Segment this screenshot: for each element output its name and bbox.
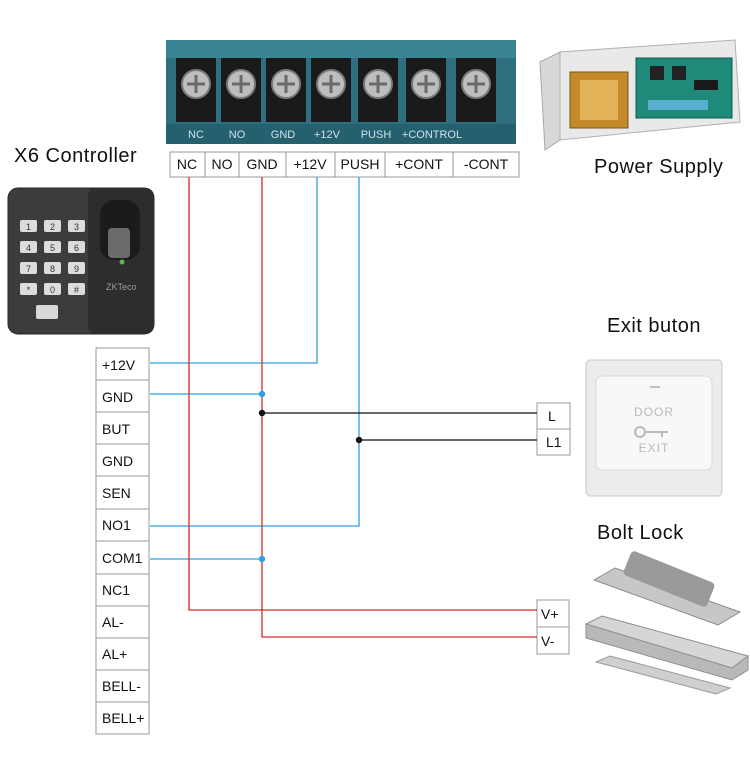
svg-text:*: * bbox=[27, 285, 31, 295]
svg-text:#: # bbox=[74, 285, 79, 295]
keypad-key: 1 bbox=[20, 220, 37, 232]
keypad-key: 4 bbox=[20, 241, 37, 253]
svg-text:2: 2 bbox=[50, 222, 55, 232]
keypad-key: 2 bbox=[44, 220, 61, 232]
svg-text:6: 6 bbox=[74, 243, 79, 253]
power-terminal-cell bbox=[169, 151, 206, 178]
keypad-key: 6 bbox=[68, 241, 85, 253]
power-terminal-pcont: +CONT bbox=[395, 156, 443, 172]
power-terminal-12v: +12V bbox=[293, 156, 327, 172]
exit-terminal-l: L bbox=[548, 408, 556, 424]
lock-key-icon bbox=[36, 305, 58, 319]
keypad-key: * bbox=[20, 283, 37, 295]
controller-terminal-but: BUT bbox=[102, 421, 130, 437]
power-supply-photo: Power Supply bbox=[539, 39, 741, 178]
screw-icon bbox=[266, 58, 306, 122]
power-terminal-cell bbox=[204, 151, 240, 178]
keypad-key: 9 bbox=[68, 262, 85, 274]
screw-icon bbox=[221, 58, 261, 122]
junction-dot bbox=[258, 390, 266, 398]
lock-terminal-vminus: V- bbox=[541, 633, 555, 649]
power-terminal-nc: NC bbox=[177, 156, 197, 172]
strip-label: +12V bbox=[314, 129, 341, 141]
keypad-key: 3 bbox=[68, 220, 85, 232]
exit-button-photo: DOOR EXIT bbox=[585, 359, 723, 497]
junction-dot bbox=[258, 409, 266, 417]
power-supply-title: Power Supply bbox=[594, 156, 723, 178]
power-terminal-no: NO bbox=[212, 156, 233, 172]
controller-device-photo: ZKTeco 1 2 3 4 5 6 7 8 9 * 0 # bbox=[7, 187, 155, 335]
svg-text:0: 0 bbox=[50, 285, 55, 295]
svg-text:5: 5 bbox=[50, 243, 55, 253]
controller-terminal-nc1: NC1 bbox=[102, 582, 130, 598]
wire-gnd-vminus bbox=[261, 177, 537, 638]
screw-icon bbox=[176, 58, 216, 122]
svg-text:3: 3 bbox=[74, 222, 79, 232]
keypad-key: 5 bbox=[44, 241, 61, 253]
svg-text:8: 8 bbox=[50, 264, 55, 274]
key-icon bbox=[634, 426, 668, 438]
wires bbox=[150, 177, 537, 638]
svg-text:4: 4 bbox=[26, 243, 31, 253]
keypad-key: 0 bbox=[44, 283, 61, 295]
power-terminal-cell bbox=[334, 151, 386, 178]
power-terminal-ncont: -CONT bbox=[464, 156, 509, 172]
strip-label: NC bbox=[188, 129, 204, 141]
bolt-lock-title: Bolt Lock bbox=[597, 522, 684, 544]
controller-terminal-bell-minus: BELL- bbox=[102, 678, 141, 694]
controller-terminal-no1: NO1 bbox=[102, 517, 131, 533]
screw-icon bbox=[311, 58, 351, 122]
controller-terminal-gnd: GND bbox=[102, 389, 133, 405]
keypad-key: 8 bbox=[44, 262, 61, 274]
power-terminal-gnd: GND bbox=[246, 156, 277, 172]
controller-terminal-gnd2: GND bbox=[102, 453, 133, 469]
svg-text:1: 1 bbox=[26, 222, 31, 232]
controller-title: X6 Controller bbox=[14, 145, 137, 167]
strip-label: +CONTROL bbox=[402, 129, 462, 141]
exit-button-title: Exit buton bbox=[607, 315, 701, 337]
power-terminal-push: PUSH bbox=[341, 156, 380, 172]
keypad-key: 7 bbox=[20, 262, 37, 274]
controller-terminal-al-plus: AL+ bbox=[102, 646, 127, 662]
keypad-key: # bbox=[68, 283, 85, 295]
power-terminal-cell bbox=[285, 151, 336, 178]
controller-terminal-bell-plus: BELL+ bbox=[102, 710, 144, 726]
strip-label: GND bbox=[271, 129, 296, 141]
strip-label: PUSH bbox=[361, 129, 392, 141]
exit-terminal-l1: L1 bbox=[546, 434, 562, 450]
power-terminal-row: NC NO GND +12V PUSH +CONT -CONT bbox=[169, 151, 520, 178]
brand-logo: ZKTeco bbox=[106, 282, 137, 292]
svg-text:9: 9 bbox=[74, 264, 79, 274]
screw-icon bbox=[406, 58, 446, 122]
strip-label: NO bbox=[229, 129, 246, 141]
exit-terminal-box: L L1 bbox=[536, 402, 571, 456]
controller-terminal-12v: +12V bbox=[102, 357, 136, 373]
screw-icon bbox=[456, 58, 496, 122]
junction-dot bbox=[258, 555, 266, 563]
controller-terminal-column: +12V GND BUT GND SEN NO1 COM1 NC1 AL- AL… bbox=[95, 347, 150, 735]
exit-button-exit-text: EXIT bbox=[639, 441, 670, 455]
svg-text:7: 7 bbox=[26, 264, 31, 274]
junction-dot bbox=[355, 436, 363, 444]
wire-12v bbox=[150, 177, 318, 364]
terminal-strip-photo: NC NO GND +12V PUSH +CONTROL bbox=[166, 40, 516, 144]
wire-nc-vplus bbox=[188, 177, 537, 611]
exit-button-door-text: DOOR bbox=[634, 405, 674, 419]
controller-terminal-com1: COM1 bbox=[102, 550, 143, 566]
power-terminal-cell bbox=[452, 151, 520, 178]
controller-terminal-sen: SEN bbox=[102, 485, 131, 501]
lock-terminal-vplus: V+ bbox=[541, 606, 559, 622]
controller-terminal-al-minus: AL- bbox=[102, 614, 124, 630]
bolt-lock-photo bbox=[584, 551, 750, 695]
wire-no1-push bbox=[150, 177, 360, 527]
screw-icon bbox=[358, 58, 398, 122]
lock-terminal-box: V+ V- bbox=[536, 599, 570, 655]
